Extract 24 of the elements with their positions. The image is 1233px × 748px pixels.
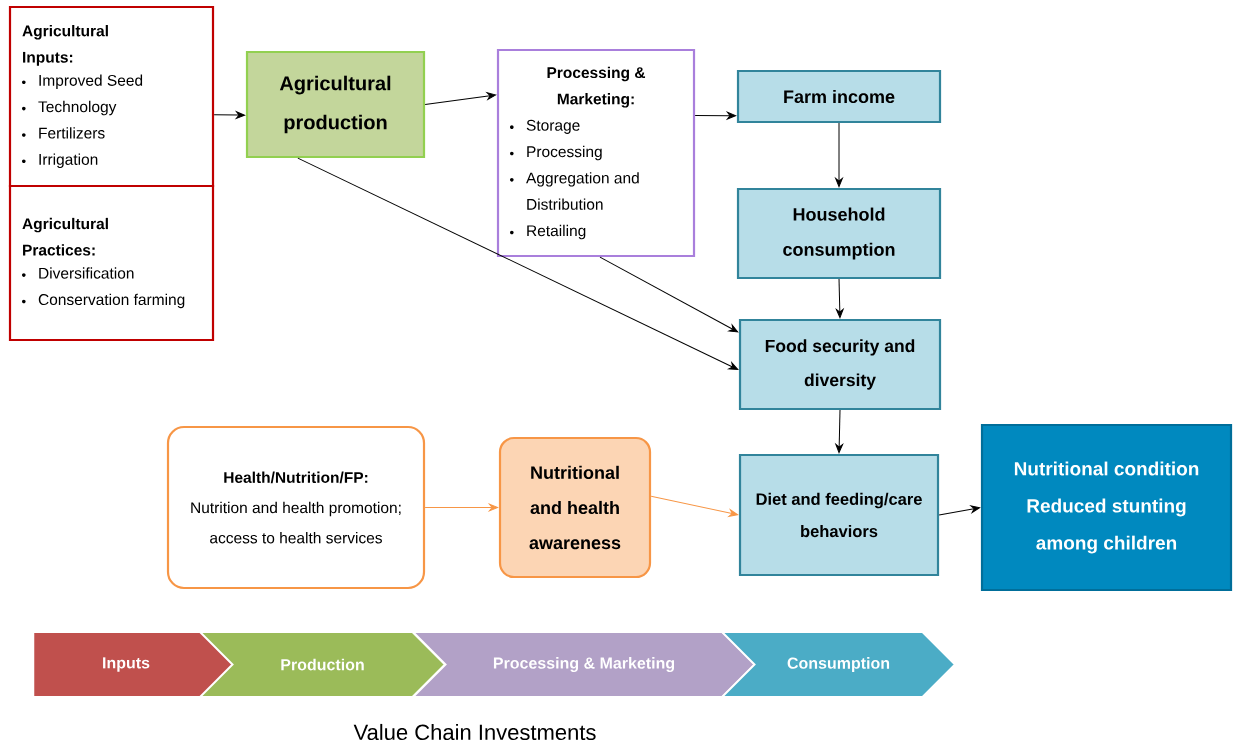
arrow	[599, 256, 739, 333]
outcome-box: Nutritional condition Reduced stunting among children	[980, 423, 1233, 592]
outcome-box: Food security and diversity	[738, 318, 942, 411]
arrow	[424, 503, 499, 512]
outcome-box: Farm income	[736, 69, 942, 124]
value-chain-stage: Consumption	[719, 631, 957, 698]
process-box: Processing & Marketing: Storage Processing Aggregation and Distribution Retailing	[496, 48, 696, 258]
input-box: Agricultural Inputs: Improved Seed Technology Fertilizers Irrigation	[8, 5, 215, 188]
outcome-box: Household consumption	[736, 187, 942, 280]
arrow	[694, 111, 737, 120]
arrow	[650, 495, 739, 517]
arrow	[835, 409, 844, 454]
arrow	[835, 278, 844, 319]
input-box: Agricultural Practices: Diversification Conservation farming	[8, 184, 215, 342]
awareness-box: Nutritional and health awareness	[498, 436, 652, 579]
arrow	[424, 92, 497, 105]
arrow	[938, 505, 981, 516]
arrow	[297, 157, 739, 370]
process-box: Agricultural production	[245, 50, 426, 159]
outcome-box: Diet and feeding/care behaviors	[738, 453, 940, 577]
arrow	[213, 111, 246, 119]
caption: Value Chain Investments	[353, 723, 596, 741]
program-box: Health/Nutrition/FP: Nutrition and health promotion; access to health services	[166, 425, 426, 590]
arrow	[835, 122, 843, 188]
